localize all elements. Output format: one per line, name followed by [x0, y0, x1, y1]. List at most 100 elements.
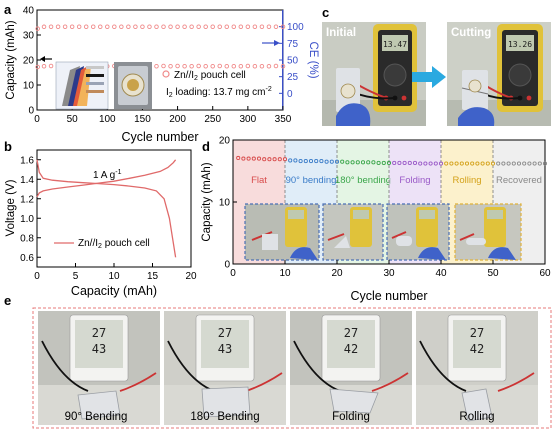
deformed-pouch-cell [77, 390, 121, 420]
capacity-point [350, 160, 355, 165]
x-tick-label: 250 [204, 114, 221, 125]
y2-tick-label: 0 [287, 89, 293, 100]
ce-point [133, 24, 138, 29]
x-tick-label: 5 [73, 271, 79, 282]
region-label: 90° bending [286, 175, 337, 186]
ce-point [154, 24, 159, 29]
capacity-point [501, 161, 506, 166]
ce-point [217, 24, 222, 29]
ce-point [273, 24, 279, 29]
capacity-point [259, 63, 265, 69]
capacity-point [418, 161, 423, 166]
capacity-point [532, 161, 537, 166]
y-tick-label: 30 [23, 31, 35, 42]
x-tick-label: 200 [169, 114, 186, 125]
capacity-point [35, 64, 40, 70]
lcd-display [201, 320, 249, 368]
capacity-point [231, 63, 237, 69]
pouch-cell-photo-inset [114, 62, 152, 109]
ce-point [76, 24, 82, 29]
ce-point [168, 24, 173, 29]
capacity-point [506, 161, 511, 166]
capacity-point [267, 157, 272, 162]
ce-point [266, 24, 272, 29]
ce-point [126, 24, 131, 29]
capacity-point [329, 159, 334, 164]
x-tick-label: 60 [539, 268, 551, 279]
initial-label: Initial [326, 27, 356, 39]
ce-point [280, 24, 286, 29]
capacity-point [355, 160, 360, 165]
x-axis-label-a: Cycle number [121, 130, 198, 144]
capacity-point [210, 63, 215, 69]
capacity-point [241, 156, 246, 161]
capacity-points-d [236, 155, 548, 166]
ce-point [238, 24, 244, 29]
ce-point [175, 24, 180, 29]
black-wire [41, 340, 89, 392]
y-tick-label: 0 [28, 106, 34, 117]
capacity-point [464, 161, 470, 166]
capacity-point [217, 63, 222, 69]
photo-inset-flat [244, 203, 320, 261]
humidity-reading: 42 [344, 342, 358, 356]
photo-strip-frame [32, 307, 552, 429]
capacity-point [161, 63, 166, 69]
capacity-point [397, 160, 402, 165]
ce-point [203, 24, 208, 29]
initial-voltage-reading: 13.47 [383, 40, 407, 49]
ce-point [55, 24, 61, 29]
capacity-point [245, 63, 251, 69]
iodine-loading-annotation: I2 loading: 13.7 mg cm-2 [166, 86, 272, 99]
capacity-point [386, 160, 392, 165]
capacity-point [412, 160, 418, 165]
current-density-annotation: 1 A g-1 [93, 169, 122, 181]
ce-point [48, 24, 54, 29]
y-tick-label: 20 [219, 136, 231, 147]
deformed-pouch-cell [329, 388, 379, 414]
capacity-point [272, 157, 277, 162]
gloved-hand [336, 103, 371, 126]
y2-axis-label-a: CE (%) [307, 41, 319, 78]
arrow-right-icon [412, 66, 446, 88]
capacity-point [423, 161, 428, 166]
y2-tick-label: 25 [287, 72, 299, 83]
x-axis-label-b: Capacity (mAh) [71, 284, 157, 298]
pouch-cell-schematic-inset [55, 61, 109, 110]
x-tick-label: 50 [67, 114, 79, 125]
x-tick-label: 40 [435, 268, 447, 279]
capacity-point [203, 63, 208, 69]
humidity-reading: 43 [92, 342, 106, 356]
ce-point [147, 24, 152, 29]
legend-text-a: Zn//I2 pouch cell [174, 70, 246, 82]
capacity-point [236, 155, 241, 161]
x-tick-label: 50 [487, 268, 499, 279]
x-tick-label: 100 [99, 114, 116, 125]
deformed-pouch-cell [461, 388, 493, 422]
capacity-point [288, 158, 293, 163]
x-tick-label: 15 [147, 271, 159, 282]
charge-curve [36, 159, 177, 198]
capacity-point [360, 160, 366, 165]
ce-point [259, 24, 265, 29]
capacity-point [340, 159, 345, 164]
ce-point [140, 24, 145, 29]
ce-point [189, 24, 194, 29]
y-tick-label: 0.8 [20, 233, 34, 244]
capacity-point [449, 161, 454, 166]
capacity-point [256, 156, 262, 161]
capacity-point [246, 156, 251, 161]
ce-point [196, 24, 201, 29]
cutting-voltage-reading: 13.26 [508, 40, 532, 49]
temperature-reading: 27 [218, 326, 232, 340]
ce-point [182, 24, 187, 29]
ce-point [62, 24, 68, 29]
capacity-point [542, 161, 548, 166]
